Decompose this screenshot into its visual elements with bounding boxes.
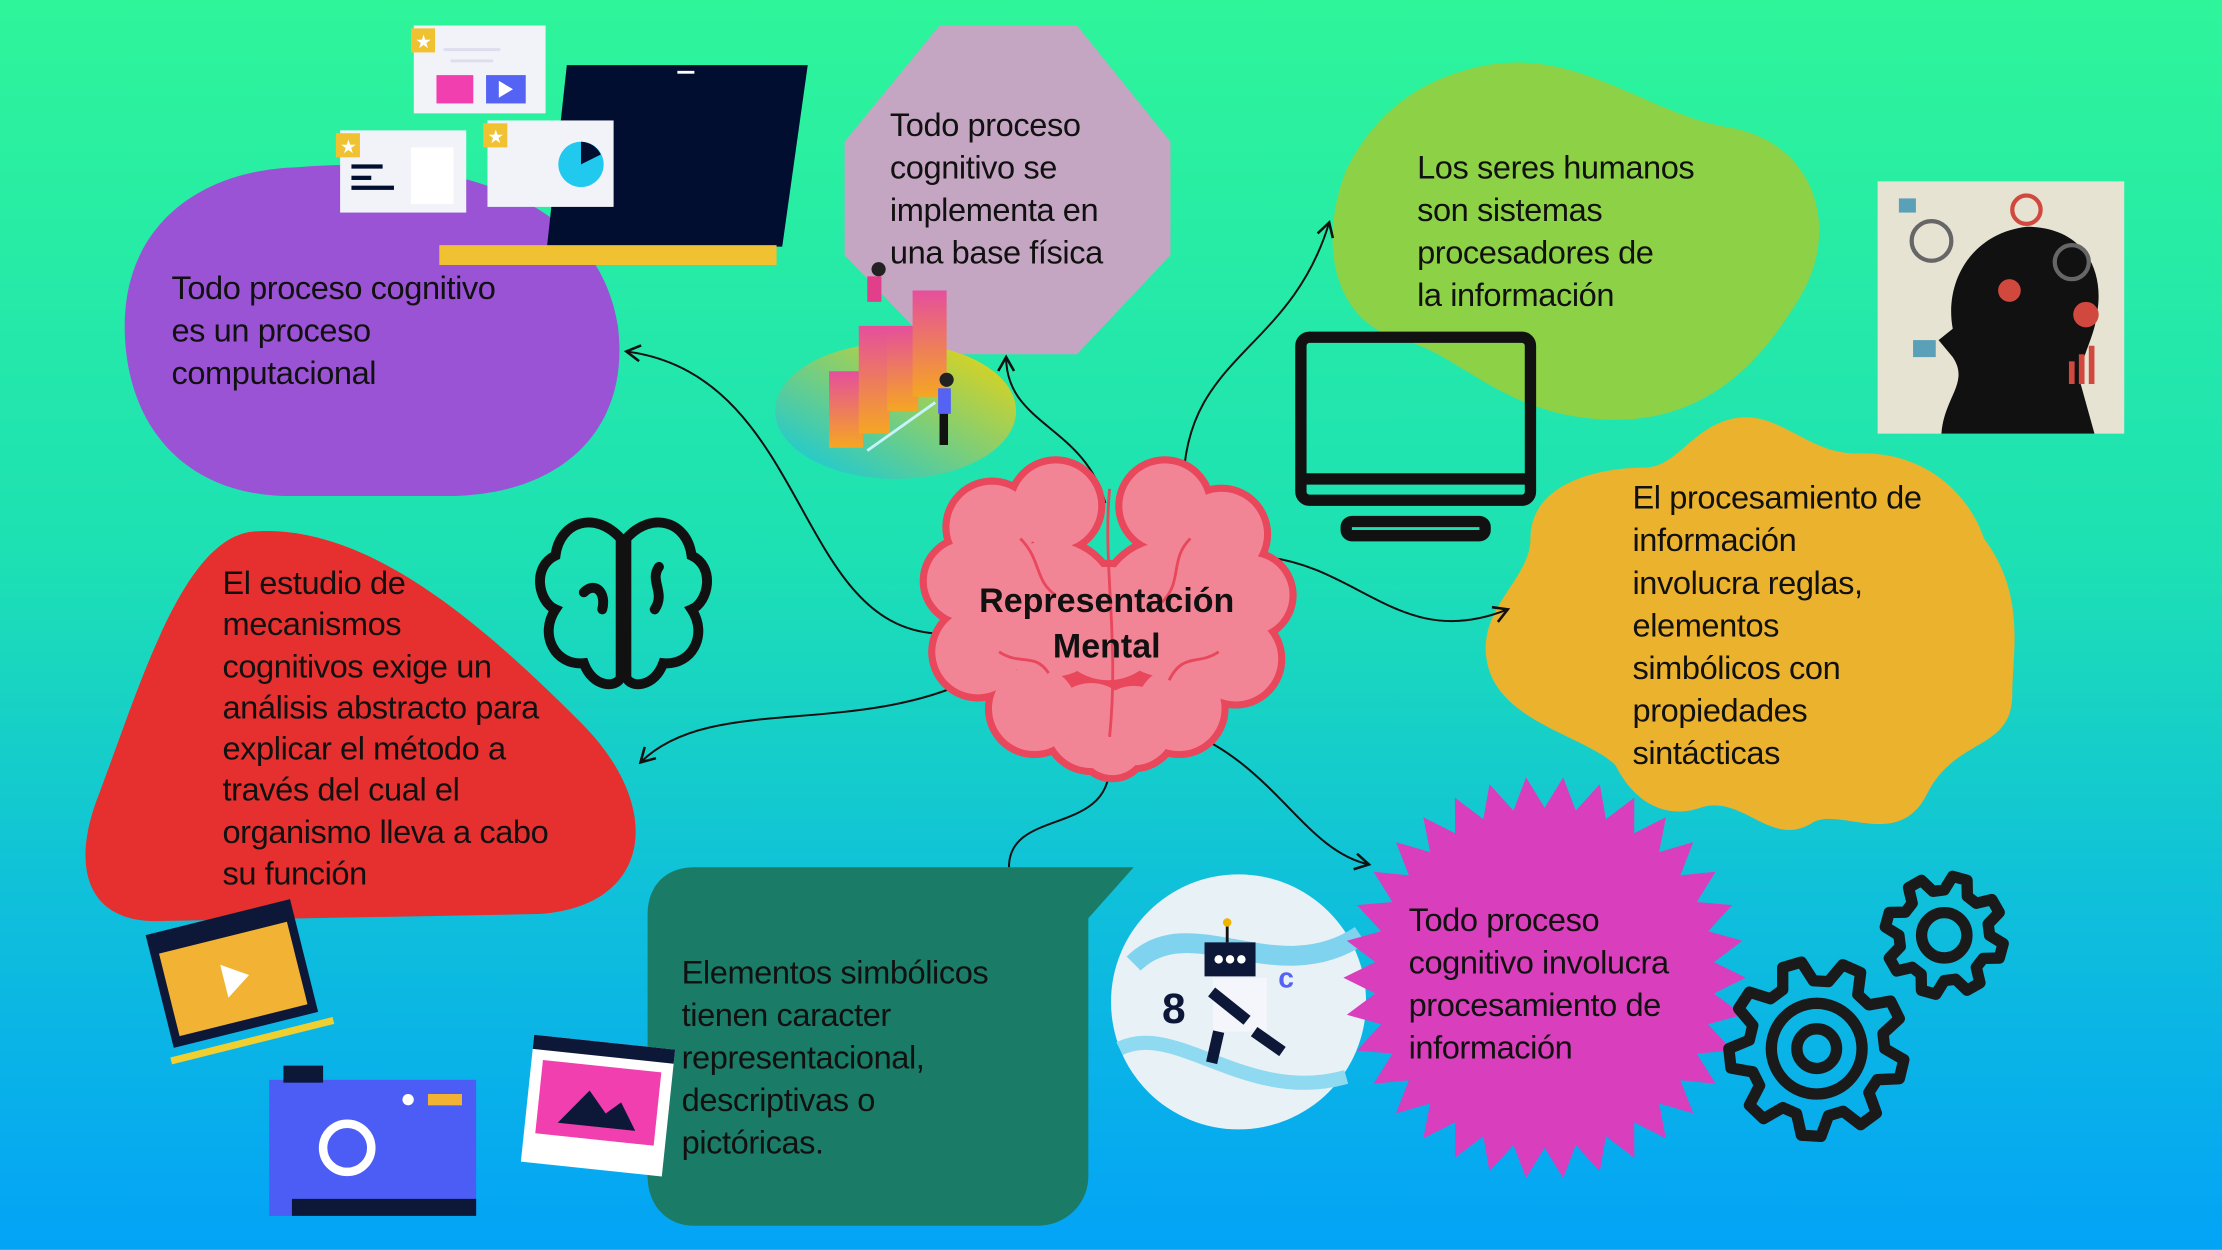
green-blob xyxy=(1332,62,1820,420)
node-physical-base-text: Todo proceso cognitivo se implementa en … xyxy=(889,106,1103,271)
camera-icon xyxy=(269,1065,477,1216)
teal-callout xyxy=(647,867,1134,1226)
connector-arrows xyxy=(623,219,1511,871)
brain-outline-icon xyxy=(535,517,712,690)
magenta-starburst xyxy=(1343,777,1746,1179)
svg-text:c: c xyxy=(1278,963,1294,995)
brain-lobe xyxy=(1013,463,1099,549)
red-shape xyxy=(85,531,636,922)
svg-text:★: ★ xyxy=(487,126,504,147)
small-gear-icon xyxy=(1879,870,2009,1000)
monitor-icon xyxy=(1295,331,1537,542)
head-gears-image xyxy=(1877,181,2125,434)
large-gear-icon xyxy=(1723,956,1910,1143)
node-processing-text: Todo proceso cognitivo involucra procesa… xyxy=(1408,901,1669,1066)
yellow-blob xyxy=(1485,417,2015,830)
robot-image: 8 c xyxy=(1110,874,1367,1130)
svg-text:★: ★ xyxy=(415,31,432,52)
arrow-to-abstract xyxy=(638,679,972,765)
brain-folds xyxy=(998,488,1220,738)
video-player-icon xyxy=(145,899,335,1065)
node-rules-text: El procesamiento de información involucr… xyxy=(1632,478,1922,771)
svg-text:★: ★ xyxy=(340,136,357,157)
arrow-to-rules xyxy=(1265,555,1511,623)
node-computational-text: Todo proceso cognitivo es un proceso com… xyxy=(171,269,496,392)
brain-lobe xyxy=(1081,712,1144,776)
laptop-dashboard-illustration: ★ ★ ★ xyxy=(335,25,808,265)
node-symbolic-elements-text: Elementos simbólicos tienen caracter rep… xyxy=(681,953,989,1161)
bar-chart-illustration xyxy=(775,262,1017,479)
brain-lobe xyxy=(1051,566,1165,681)
central-brain-shape xyxy=(919,456,1297,783)
node-information-processors-text: Los seres humanos son sistemas procesado… xyxy=(1417,148,1695,314)
mauve-octagon xyxy=(844,25,1171,355)
svg-text:8: 8 xyxy=(1162,986,1186,1033)
node-abstract-analysis-text: El estudio de mecanismos cognitivos exig… xyxy=(222,564,549,892)
gear-centers xyxy=(1765,906,1973,1100)
central-topic-title: Representación Mental xyxy=(979,582,1235,667)
arrow-to-processors xyxy=(1182,219,1335,489)
arrow-to-processing xyxy=(1182,728,1372,871)
arrow-to-computational xyxy=(623,344,936,635)
picture-icon xyxy=(520,1034,676,1177)
arrow-to-symbolic xyxy=(1007,765,1111,868)
